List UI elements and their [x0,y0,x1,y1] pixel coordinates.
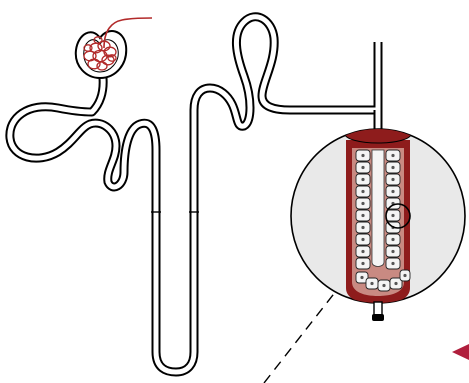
cell-nucleus [382,284,385,287]
cell-nucleus [403,274,406,277]
inset-duct-exit-cap [372,314,384,321]
cell-nucleus [361,250,364,253]
cell-nucleus [391,214,394,217]
cell-nucleus [391,178,394,181]
cell-nucleus [361,154,364,157]
cell-nucleus [361,214,364,217]
cell-nucleus [361,226,364,229]
inset-duct-exit [374,302,382,316]
cell-nucleus [360,276,363,279]
cell-nucleus [361,238,364,241]
cell-nucleus [361,190,364,193]
cell-nucleus [391,238,394,241]
cell-nucleus [361,166,364,169]
cell-nucleus [391,166,394,169]
cell-nucleus [370,282,373,285]
cell-nucleus [361,202,364,205]
pointer-arrowhead [452,344,469,360]
cell-nucleus [391,250,394,253]
cell-nucleus [394,282,397,285]
magnified-inset [291,125,465,321]
cell-nucleus [391,190,394,193]
cell-nucleus [361,262,364,265]
cell-nucleus [391,154,394,157]
cell-nucleus [391,262,394,265]
cell-nucleus [361,178,364,181]
inset-central-channel [372,150,384,267]
